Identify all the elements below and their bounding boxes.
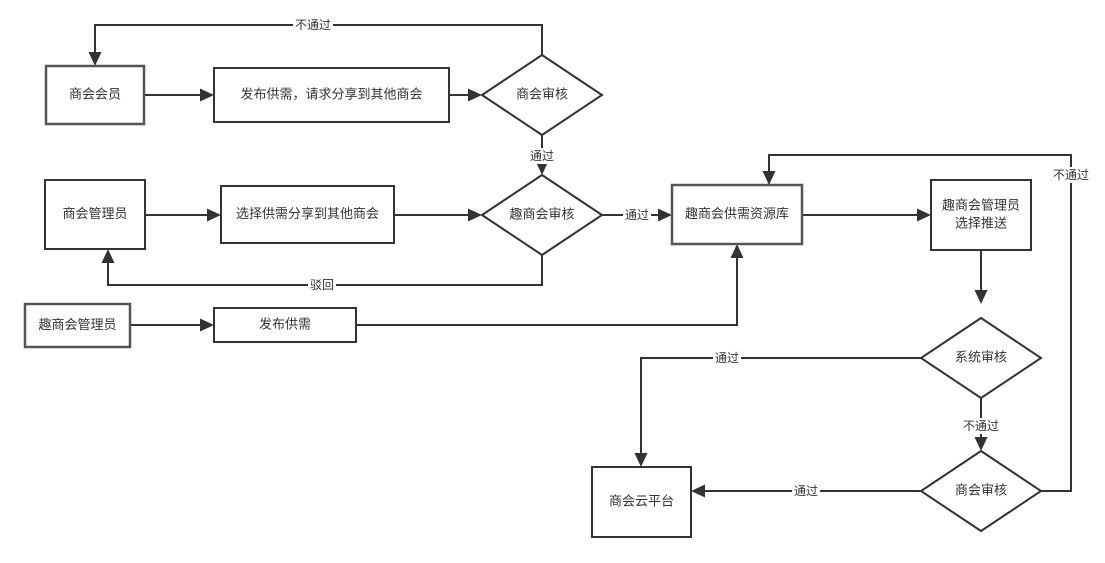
edge-n9-to-n10 (802, 208, 931, 222)
edge-label: 通过 (713, 350, 741, 366)
node-label: 商会审核 (516, 88, 568, 103)
process-node-n8[interactable]: 发布供需 (213, 307, 357, 343)
edge-line (356, 258, 738, 326)
arrowhead-icon (762, 171, 776, 185)
arrowhead-icon (468, 88, 482, 102)
arrowhead-icon (535, 161, 549, 175)
edge-n4-to-n5 (145, 208, 221, 222)
process-node-n13[interactable]: 商会云平台 (591, 466, 692, 538)
node-label: 选择供需分享到其他商会 (236, 206, 379, 222)
edge-line (640, 357, 921, 453)
node-label: 发布供需，请求分享到其他商会 (240, 87, 422, 103)
node-label: 趣商会管理员 (38, 318, 116, 333)
nodes-layer: 商会会员发布供需，请求分享到其他商会商会审核商会管理员选择供需分享到其他商会趣商… (23, 53, 1043, 538)
edge-label-text: 通过 (625, 208, 649, 222)
node-label: 趣商会供需资源库 (685, 206, 789, 222)
edge-label: 驳回 (308, 277, 336, 293)
process-box (213, 307, 357, 343)
edge-line (768, 154, 1072, 492)
node-label: 商会云平台 (609, 495, 674, 510)
edge-label-text: 通过 (530, 149, 554, 163)
edge-label-text: 通过 (794, 484, 818, 498)
process-box (44, 179, 146, 250)
edge-label-text: 驳回 (310, 278, 334, 292)
process-node-n9[interactable]: 趣商会供需资源库 (670, 183, 804, 246)
edge-label-background (961, 418, 1001, 434)
arrowhead-icon (88, 52, 102, 66)
node-label: 发布供需 (259, 317, 311, 333)
decision-diamond (480, 173, 604, 257)
edge-label-background (713, 350, 741, 366)
process-box (670, 183, 804, 246)
edge-label-text: 不通过 (963, 419, 999, 433)
edge-n8-to-n9 (356, 244, 744, 326)
edge-n7-to-n8 (130, 318, 214, 332)
edge-label: 不通过 (961, 418, 1001, 434)
arrowhead-icon (917, 208, 931, 222)
node-label: 商会审核 (955, 484, 1007, 499)
edge-label-background (623, 207, 651, 223)
edge-label: 不通过 (1051, 167, 1091, 183)
node-label: 系统审核 (955, 351, 1007, 366)
edge-label: 通过 (623, 207, 651, 223)
arrowhead-icon (730, 244, 744, 258)
decision-node-n11[interactable]: 系统审核 (919, 316, 1043, 400)
arrowhead-icon (974, 290, 988, 304)
arrowhead-icon (634, 453, 648, 467)
arrowhead-icon (974, 437, 988, 451)
process-box (213, 67, 450, 123)
process-box (220, 185, 395, 244)
decision-diamond (919, 316, 1043, 400)
edge-n11-to-n13 (634, 357, 921, 467)
decision-diamond (919, 449, 1043, 533)
edge-label: 不通过 (293, 17, 333, 33)
edge-n2-to-n3 (449, 88, 482, 102)
edge-label-text: 不通过 (1053, 168, 1089, 182)
arrowhead-icon (691, 484, 705, 498)
arrowhead-icon (468, 208, 482, 222)
process-box (591, 466, 692, 538)
node-label: 商会会员 (69, 88, 121, 103)
edge-label: 通过 (792, 483, 820, 499)
edge-label-background (792, 483, 820, 499)
edge-n12-to-n9 (762, 154, 1072, 492)
arrowhead-icon (207, 208, 221, 222)
edge-n1-to-n2 (144, 88, 214, 102)
edge-n5-to-n6 (394, 208, 482, 222)
process-box (930, 179, 1032, 251)
decision-node-n6[interactable]: 趣商会审核 (480, 173, 604, 257)
edge-label-text: 通过 (715, 351, 739, 365)
edge-n10-to-n11 (974, 250, 988, 304)
edge-label-background (293, 17, 333, 33)
edge-label-background (528, 148, 556, 164)
decision-node-n12[interactable]: 商会审核 (919, 449, 1043, 533)
arrowhead-icon (200, 88, 214, 102)
edge-label-background (1051, 167, 1091, 183)
process-node-n5[interactable]: 选择供需分享到其他商会 (220, 185, 395, 244)
node-label: 趣商会管理员 (942, 199, 1020, 214)
decision-diamond (480, 53, 604, 137)
edge-label-text: 不通过 (295, 18, 331, 32)
decision-node-n3[interactable]: 商会审核 (480, 53, 604, 137)
arrowhead-icon (200, 318, 214, 332)
process-node-n2[interactable]: 发布供需，请求分享到其他商会 (213, 67, 450, 123)
arrowhead-icon (101, 249, 115, 263)
process-node-n1[interactable]: 商会会员 (44, 64, 146, 126)
process-box (23, 302, 132, 349)
arrowhead-icon (658, 208, 672, 222)
edge-label-background (308, 277, 336, 293)
edge-label: 通过 (528, 148, 556, 164)
process-box (44, 64, 146, 126)
node-label: 趣商会审核 (509, 208, 574, 223)
process-node-n7[interactable]: 趣商会管理员 (23, 302, 132, 349)
node-label: 商会管理员 (62, 207, 127, 222)
node-label: 选择推送 (955, 217, 1007, 232)
process-node-n4[interactable]: 商会管理员 (44, 179, 146, 250)
